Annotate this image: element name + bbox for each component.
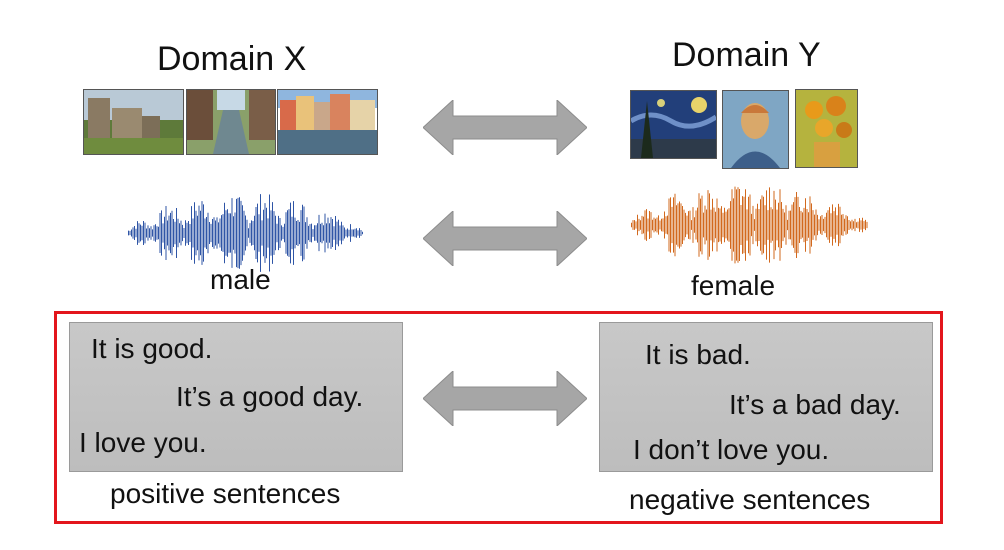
negative-sentences-box: It is bad. It’s a bad day. I don’t love … bbox=[599, 322, 933, 472]
domain-x-title: Domain X bbox=[157, 40, 307, 78]
positive-sentences-label: positive sentences bbox=[110, 478, 341, 509]
positive-sentences-box: It is good. It’s a good day. I love you. bbox=[69, 322, 403, 472]
female-waveform-icon bbox=[631, 186, 868, 264]
castle-photo bbox=[83, 89, 184, 155]
positive-sentence-2: It’s a good day. bbox=[176, 381, 364, 412]
harbor-photo bbox=[277, 89, 378, 155]
double-arrow-text-icon bbox=[423, 371, 587, 426]
self-portrait-painting bbox=[722, 90, 789, 169]
canal-photo bbox=[186, 89, 276, 155]
positive-sentence-1: It is good. bbox=[91, 333, 213, 364]
domain-y-title: Domain Y bbox=[672, 36, 821, 74]
sunflowers-painting bbox=[795, 89, 858, 168]
starry-night-painting bbox=[630, 90, 717, 159]
male-label: male bbox=[210, 264, 271, 295]
double-arrow-images-icon bbox=[423, 100, 587, 155]
negative-sentence-3: I don’t love you. bbox=[633, 434, 830, 465]
negative-sentences-label: negative sentences bbox=[629, 484, 871, 515]
waveform-trace bbox=[128, 194, 363, 272]
negative-sentence-1: It is bad. bbox=[645, 339, 751, 370]
waveform-trace bbox=[631, 186, 868, 264]
negative-sentence-2: It’s a bad day. bbox=[729, 389, 901, 420]
male-waveform-icon bbox=[128, 194, 363, 272]
double-arrow-audio-icon bbox=[423, 211, 587, 266]
female-label: female bbox=[691, 270, 776, 301]
text-domain-highlight-frame bbox=[54, 311, 943, 524]
positive-sentence-3: I love you. bbox=[79, 427, 207, 458]
